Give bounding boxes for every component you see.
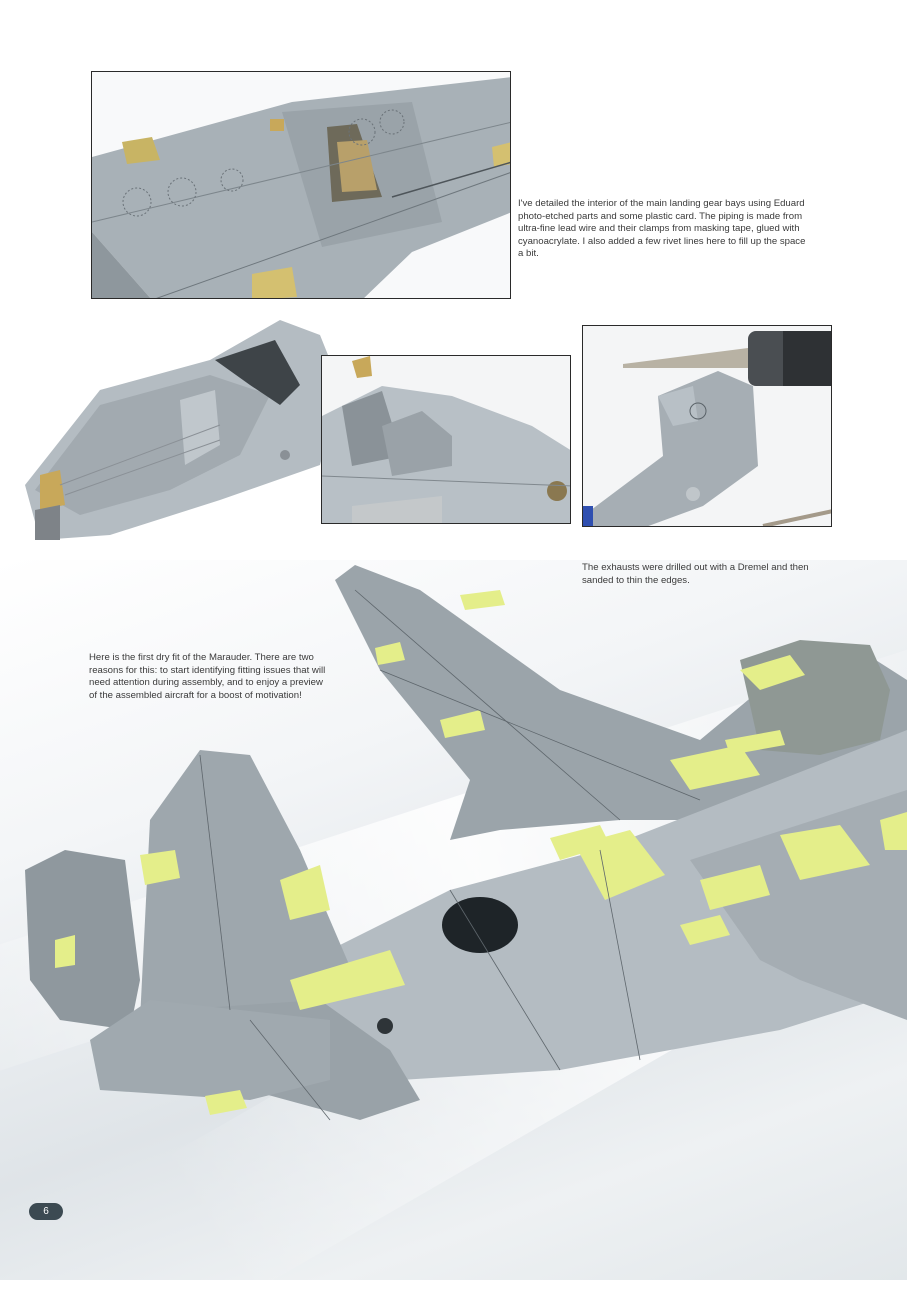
caption-dry-fit: Here is the first dry fit of the Maraude… — [89, 652, 326, 701]
caption-landing-gear: I've detailed the interior of the main l… — [518, 198, 806, 260]
wing-illustration — [92, 72, 510, 298]
photo-engine-nacelle-interior — [20, 315, 340, 555]
exhaust-drilling-illustration — [583, 326, 831, 526]
photo-dry-fit-marauder — [0, 560, 907, 1160]
photo-landing-gear-bay — [91, 71, 511, 299]
marauder-illustration — [25, 565, 907, 1121]
photo-exhaust-drilling — [582, 325, 832, 527]
page-number-badge: 6 — [29, 1203, 63, 1220]
nacelle-illustration — [25, 320, 340, 540]
caption-exhausts: The exhausts were drilled out with a Dre… — [582, 562, 809, 586]
masking-tape-strips — [55, 590, 907, 1115]
nacelle-closeup-illustration — [322, 356, 570, 523]
photo-nacelle-closeup — [321, 355, 571, 524]
